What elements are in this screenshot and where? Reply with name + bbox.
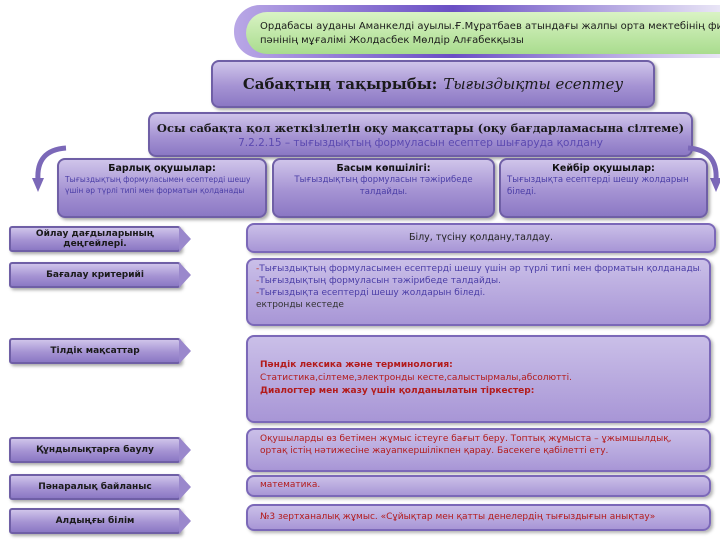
label-prior-knowledge: Алдыңғы білім bbox=[9, 508, 191, 534]
language-terms: Статистика,сілтеме,электронды кесте,салы… bbox=[260, 373, 572, 383]
language-heading-phrases: Диалогтер мен жазу үшін қолданылатын тір… bbox=[260, 386, 535, 396]
goals-title: Осы сабақта қол жеткізілетін оқу мақсатт… bbox=[156, 121, 685, 135]
language-heading-lexicon: Пәндік лексика және терминология: bbox=[260, 360, 453, 370]
group-text: Тығыздықтың формуласымен есептерді шешу … bbox=[65, 175, 251, 195]
group-most-students: Басым көпшілігі: Тығыздықтың формуласын … bbox=[272, 158, 495, 218]
criteria-line: -Тығыздықтың формуласын тәжірибеде талда… bbox=[256, 276, 502, 286]
assessment-criteria-box: -Тығыздықтың формуласымен есептерді шешу… bbox=[246, 258, 711, 326]
topic-value: Тығыздықты есептеу bbox=[443, 75, 624, 93]
lesson-topic: Сабақтың тақырыбы: Тығыздықты есептеу bbox=[211, 60, 655, 108]
header-author: Ордабасы ауданы Аманкелді ауылы.Ғ.Мұратб… bbox=[246, 12, 720, 54]
curved-arrow-left-icon bbox=[32, 145, 67, 192]
group-title: Басым көпшілігі: bbox=[336, 163, 431, 174]
group-some-students: Кейбір оқушылар: Тығыздықта есептерді ше… bbox=[499, 158, 708, 218]
group-title: Барлық оқушылар: bbox=[108, 163, 216, 174]
criteria-line: -Тығыздықта есептерді шешу жолдарын біле… bbox=[256, 288, 486, 298]
criteria-extra: ектронды кестеде bbox=[256, 300, 344, 310]
prior-knowledge-text: №3 зертханалық жұмыс. «Сұйықтар мен қатт… bbox=[246, 504, 711, 531]
cross-curricular-text: математика. bbox=[246, 475, 711, 497]
language-goals-box: Пәндік лексика және терминология: Статис… bbox=[246, 335, 711, 423]
label-language-goals: Тілдік мақсаттар bbox=[9, 338, 191, 364]
values-text: Оқушыларды өз бетімен жұмыс істеуге бағы… bbox=[246, 428, 711, 472]
label-assessment-criteria: Бағалау критерийі bbox=[9, 262, 191, 288]
label-cross-curricular: Пәнаралық байланыс bbox=[9, 474, 191, 500]
learning-goals: Осы сабақта қол жеткізілетін оқу мақсатт… bbox=[148, 112, 693, 157]
label-thinking-levels: Ойлау дағдыларының деңгейлері. bbox=[9, 226, 191, 252]
goals-reference: 7.2.2.15 – тығыздықтың формуласын есепте… bbox=[238, 137, 603, 149]
label-values: Құндылықтарға баулу bbox=[9, 437, 191, 463]
header-line-1: Ордабасы ауданы Аманкелді ауылы.Ғ.Мұратб… bbox=[260, 21, 720, 32]
group-all-students: Барлық оқушылар: Тығыздықтың формуласыме… bbox=[57, 158, 267, 218]
thinking-levels-value: Білу, түсіну қолдану,талдау. bbox=[246, 223, 716, 253]
group-title: Кейбір оқушылар: bbox=[552, 163, 655, 174]
header-line-2: пәнінің мұғалімі Жолдасбек Мөлдір Алғабе… bbox=[260, 35, 524, 46]
topic-label: Сабақтың тақырыбы: bbox=[242, 75, 438, 93]
criteria-line: -Тығыздықтың формуласымен есептерді шешу… bbox=[256, 264, 701, 274]
curved-arrow-right-icon bbox=[687, 145, 720, 192]
group-text: Тығыздықта есептерді шешу жолдарын білед… bbox=[507, 175, 689, 197]
group-text: Тығыздықтың формуласын тәжірибеде талдай… bbox=[294, 175, 473, 197]
